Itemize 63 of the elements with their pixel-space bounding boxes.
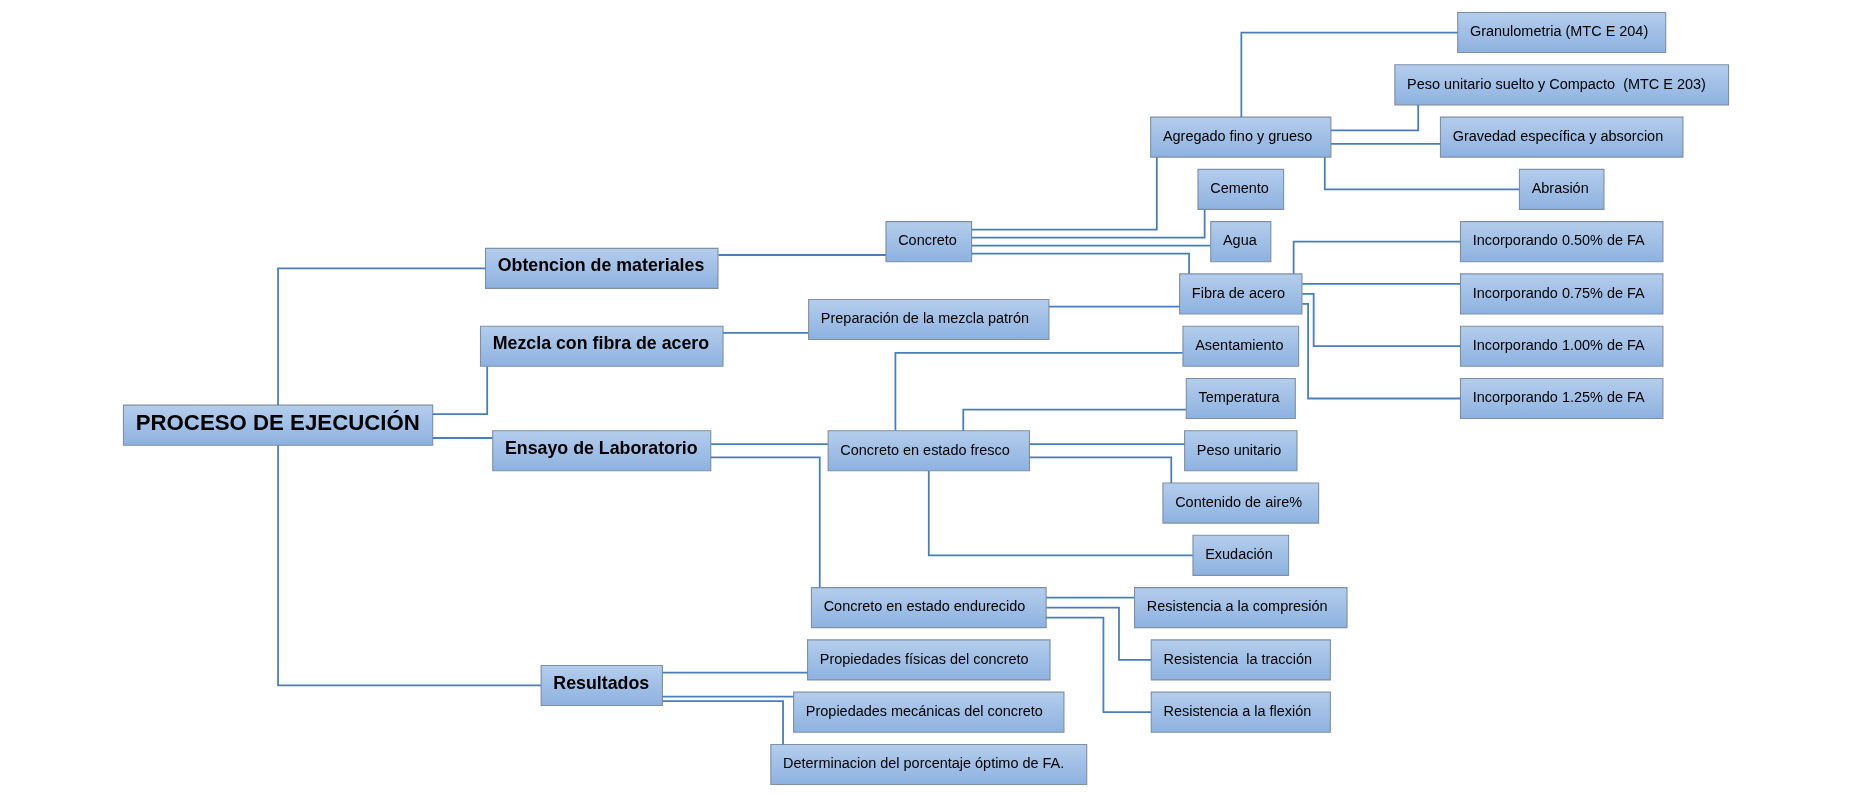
node-box: Incorporando 1.25% de FA xyxy=(1459,377,1663,420)
connector xyxy=(1028,456,1172,484)
node-box: Ensayo de Laboratorio xyxy=(491,430,711,472)
connector xyxy=(1300,303,1461,400)
connector xyxy=(894,352,1183,432)
node-box: Abrasión xyxy=(1518,168,1605,210)
connector xyxy=(1044,596,1135,599)
node-box: Agua xyxy=(1209,221,1271,263)
connector xyxy=(970,156,1158,231)
node-box: Resistencia a la flexión xyxy=(1150,691,1331,733)
connector xyxy=(970,244,1211,247)
connector xyxy=(1028,443,1185,445)
connector xyxy=(661,700,784,746)
connector xyxy=(1329,104,1419,132)
node-box: Incorporando 0.50% de FA xyxy=(1459,221,1663,263)
connector xyxy=(721,332,809,334)
connector xyxy=(709,443,829,445)
node-box: Agregado fino y grueso xyxy=(1149,116,1331,158)
node-box: Resultados xyxy=(540,664,663,707)
connector xyxy=(1323,156,1520,191)
node-box: Propiedades mecánicas del concreto xyxy=(792,691,1064,733)
connector xyxy=(970,252,1190,275)
node-box: Temperatura xyxy=(1185,377,1296,420)
connector xyxy=(276,267,486,406)
node-box: Incorporando 1.00% de FA xyxy=(1459,325,1663,367)
node-box: Resistencia la tracción xyxy=(1150,639,1331,681)
node-box: Propiedades físicas del concreto xyxy=(806,639,1051,681)
node-box: Peso unitario suelto y Compacto (MTC E 203) xyxy=(1393,64,1729,106)
connector xyxy=(1045,606,1152,661)
node-box: Determinacion del porcentaje óptimo de FA. xyxy=(769,743,1087,786)
connector xyxy=(1292,240,1461,275)
node-box: Concreto en estado fresco xyxy=(827,430,1030,472)
connector xyxy=(1044,616,1152,714)
connector xyxy=(1329,142,1441,145)
connector xyxy=(927,470,1194,557)
connector xyxy=(431,437,493,439)
connector xyxy=(1047,305,1180,308)
node-box: Mezcla con fibra de acero xyxy=(479,325,724,367)
node-box: Concreto en estado endurecido xyxy=(810,587,1047,629)
node-box: Preparación de la mezcla patrón xyxy=(807,298,1049,341)
node-box: Obtencion de materiales xyxy=(484,247,719,289)
node-box: Asentamiento xyxy=(1181,325,1299,367)
connector xyxy=(1300,293,1461,348)
node-box: Concreto xyxy=(884,221,972,263)
connector xyxy=(970,208,1206,239)
connector xyxy=(709,456,821,589)
node-box: PROCESO DE EJECUCIÓN xyxy=(122,404,433,446)
node-box: Fibra de acero xyxy=(1178,273,1303,315)
node-box: Cemento xyxy=(1196,168,1284,210)
connector xyxy=(276,444,542,687)
connector xyxy=(661,695,794,698)
connector xyxy=(1239,31,1459,118)
node-box: Incorporando 0.75% de FA xyxy=(1459,273,1663,315)
node-box: Peso unitario xyxy=(1183,430,1297,472)
node-box: Gravedad específica y absorcion xyxy=(1439,116,1683,158)
connector xyxy=(717,254,887,256)
node-box: Granulometria (MTC E 204) xyxy=(1456,11,1666,54)
node-box: Resistencia a la compresión xyxy=(1133,587,1348,629)
node-box: Contenido de aire% xyxy=(1161,482,1319,524)
node-box: Exudación xyxy=(1191,534,1289,576)
connector xyxy=(661,671,808,674)
connector xyxy=(431,365,488,415)
connector xyxy=(1300,283,1461,285)
